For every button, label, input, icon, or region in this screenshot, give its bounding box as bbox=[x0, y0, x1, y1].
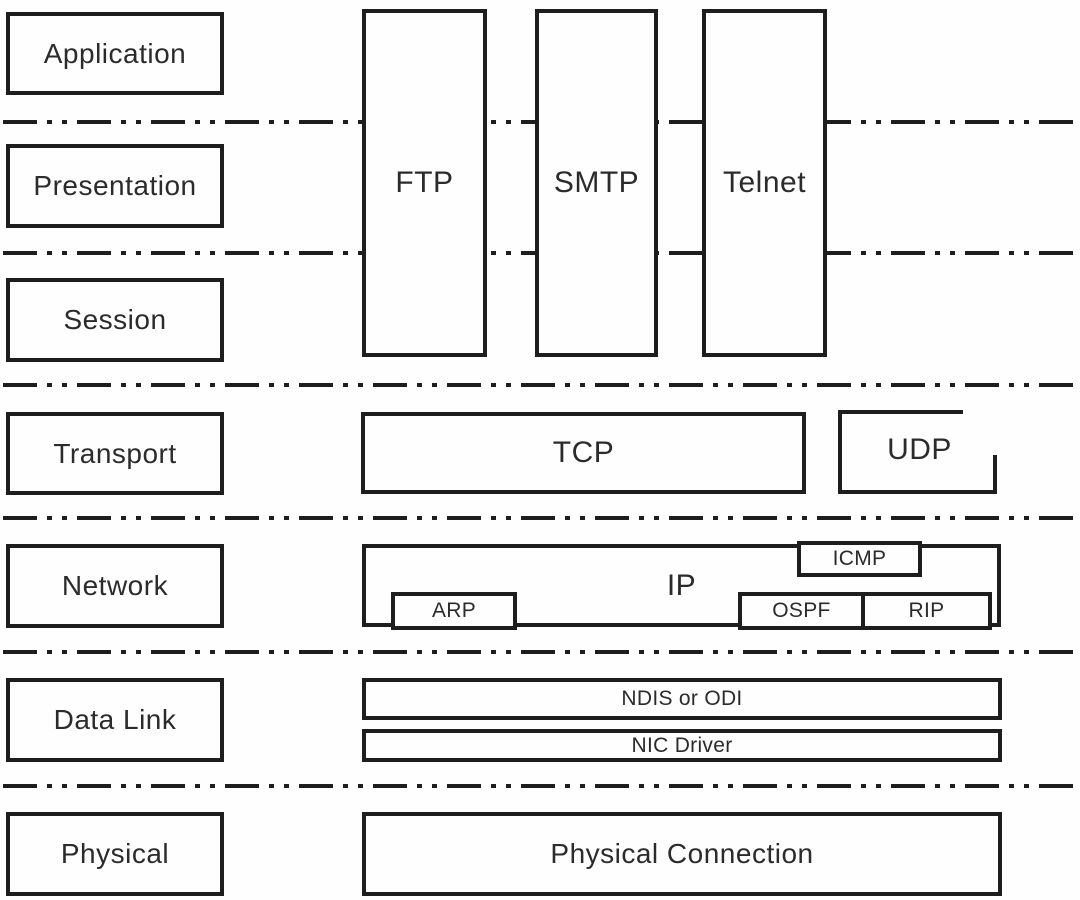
protocol-label-icmp: ICMP bbox=[832, 547, 887, 570]
protocol-box-ftp: FTP bbox=[362, 9, 487, 357]
layer-label-application: Application bbox=[43, 37, 187, 69]
protocol-label-tcp: TCP bbox=[552, 436, 615, 469]
udp-right-border-segment bbox=[993, 455, 997, 490]
layer-box-network: Network bbox=[6, 544, 224, 628]
protocol-box-ospf: OSPF bbox=[738, 592, 865, 630]
layer-label-transport: Transport bbox=[53, 437, 177, 469]
layer-label-data-link: Data Link bbox=[53, 704, 177, 735]
protocol-box-telnet: Telnet bbox=[702, 9, 827, 357]
protocol-label-ip: IP bbox=[666, 568, 697, 602]
protocol-label-ospf: OSPF bbox=[772, 599, 831, 622]
protocol-box-physical-connection: Physical Connection bbox=[362, 812, 1002, 896]
layer-box-session: Session bbox=[6, 278, 224, 362]
layer-box-transport: Transport bbox=[6, 412, 224, 495]
protocol-label-ndis: NDIS or ODI bbox=[621, 687, 743, 710]
protocol-label-rip: RIP bbox=[908, 599, 945, 622]
protocol-box-smtp: SMTP bbox=[535, 9, 658, 357]
protocol-box-tcp: TCP bbox=[361, 412, 806, 494]
protocol-label-arp: ARP bbox=[431, 599, 477, 622]
protocol-label-ftp: FTP bbox=[395, 166, 454, 199]
layer-label-session: Session bbox=[63, 304, 167, 335]
layer-box-application: Application bbox=[6, 12, 224, 95]
udp-top-border-segment bbox=[842, 410, 963, 414]
layer-label-network: Network bbox=[61, 570, 169, 601]
layer-label-physical: Physical bbox=[60, 838, 170, 869]
layer-box-physical: Physical bbox=[6, 812, 224, 896]
protocol-label-telnet: Telnet bbox=[722, 166, 807, 199]
protocol-box-nic-driver: NIC Driver bbox=[362, 729, 1002, 762]
protocol-label-nic-driver: NIC Driver bbox=[631, 733, 733, 757]
layer-box-data-link: Data Link bbox=[6, 678, 224, 762]
protocol-box-arp: ARP bbox=[391, 592, 517, 630]
protocol-label-smtp: SMTP bbox=[553, 166, 640, 199]
layer-label-presentation: Presentation bbox=[33, 170, 197, 201]
protocol-label-udp: UDP bbox=[887, 433, 952, 466]
protocol-box-udp: UDP bbox=[838, 410, 997, 494]
protocol-box-rip: RIP bbox=[861, 592, 992, 630]
layer-box-presentation: Presentation bbox=[6, 144, 224, 228]
protocol-label-physical-connection: Physical Connection bbox=[550, 838, 814, 869]
protocol-box-icmp: ICMP bbox=[797, 541, 922, 577]
protocol-box-ndis: NDIS or ODI bbox=[362, 678, 1002, 720]
